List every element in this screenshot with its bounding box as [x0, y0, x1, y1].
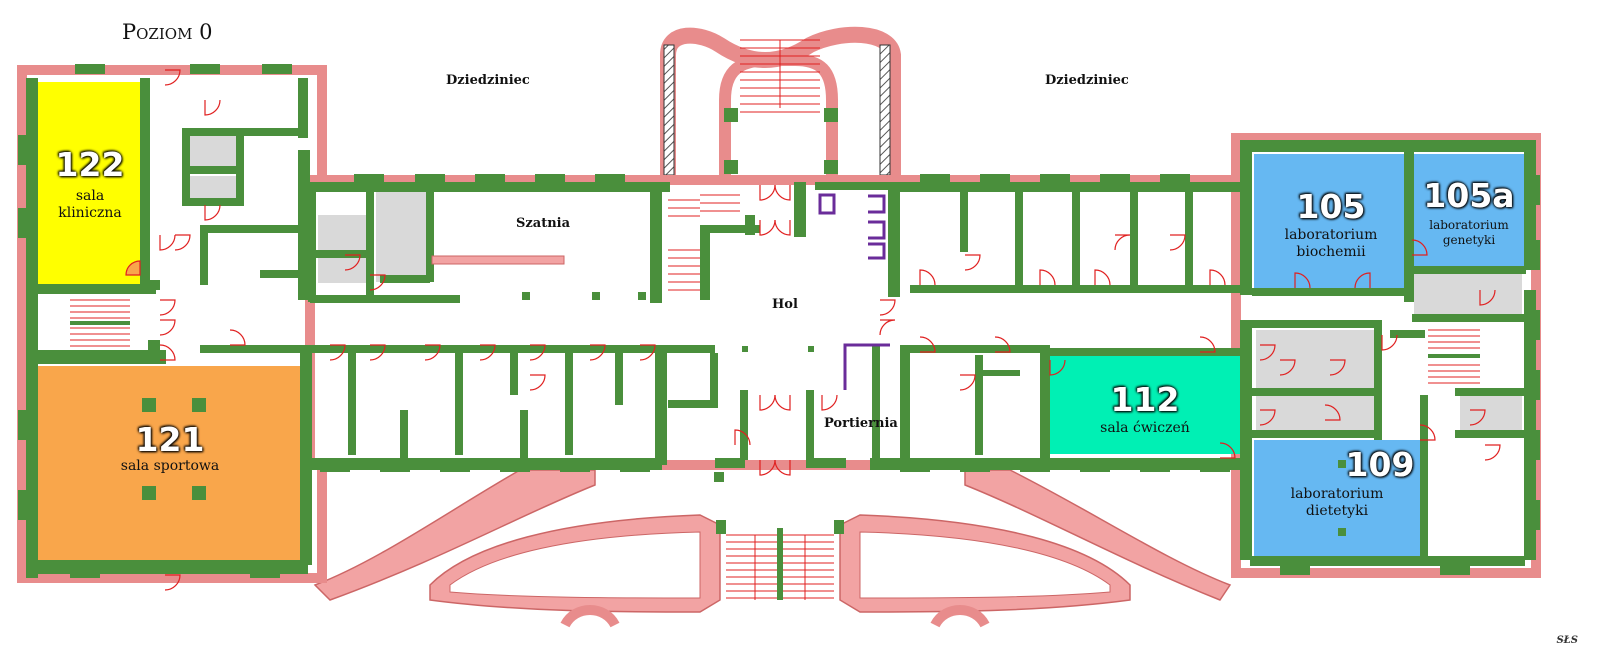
room-109-name-line1: laboratorium	[1290, 486, 1384, 502]
room-122-number[interactable]: 122	[55, 145, 125, 184]
room-105-name-line2: biochemii	[1296, 244, 1366, 260]
room-122-fill	[36, 82, 141, 284]
courtyard-left-label: Dziedziniec	[446, 73, 530, 88]
room-105a-name-line1: laboratorium	[1429, 218, 1509, 232]
room-105-name-line1: laboratorium	[1284, 227, 1378, 243]
room-121-name: sala sportowa	[120, 458, 220, 474]
reception-label: Portiernia	[824, 416, 898, 431]
grey-rooms	[186, 136, 1522, 431]
hall-label: Hol	[772, 297, 798, 312]
room-109-number[interactable]: 109	[1345, 445, 1415, 484]
room-105a-fill	[1412, 154, 1524, 268]
room-112-fill	[1050, 354, 1246, 454]
room-122-name-line2: kliniczna	[58, 205, 122, 221]
room-109-name-line2: dietetyki	[1305, 503, 1369, 519]
room-122-name-line1: sala	[75, 188, 105, 204]
room-112-number[interactable]: 112	[1110, 380, 1180, 419]
doors	[125, 69, 1501, 591]
walls	[18, 64, 1540, 578]
staircases	[70, 194, 1480, 384]
author-signature: SŁS	[1556, 635, 1578, 646]
room-121-number[interactable]: 121	[135, 420, 205, 459]
room-105a-name-line2: genetyki	[1442, 233, 1496, 247]
cloakroom-counter	[431, 255, 565, 265]
courtyard-right-label: Dziedziniec	[1045, 73, 1129, 88]
room-112-name: sala ćwiczeń	[1100, 420, 1190, 436]
room-105a-number[interactable]: 105a	[1423, 176, 1515, 215]
front-drive-inner	[449, 531, 1111, 599]
floor-title: Poziom 0	[122, 20, 213, 44]
room-121-fill	[36, 366, 308, 562]
room-105-number[interactable]: 105	[1296, 187, 1366, 226]
room-105-fill	[1254, 154, 1404, 290]
rear-portico	[660, 26, 901, 176]
front-stairs	[716, 520, 844, 605]
colored-rooms	[36, 82, 1524, 562]
cloakroom-label: Szatnia	[516, 216, 571, 231]
